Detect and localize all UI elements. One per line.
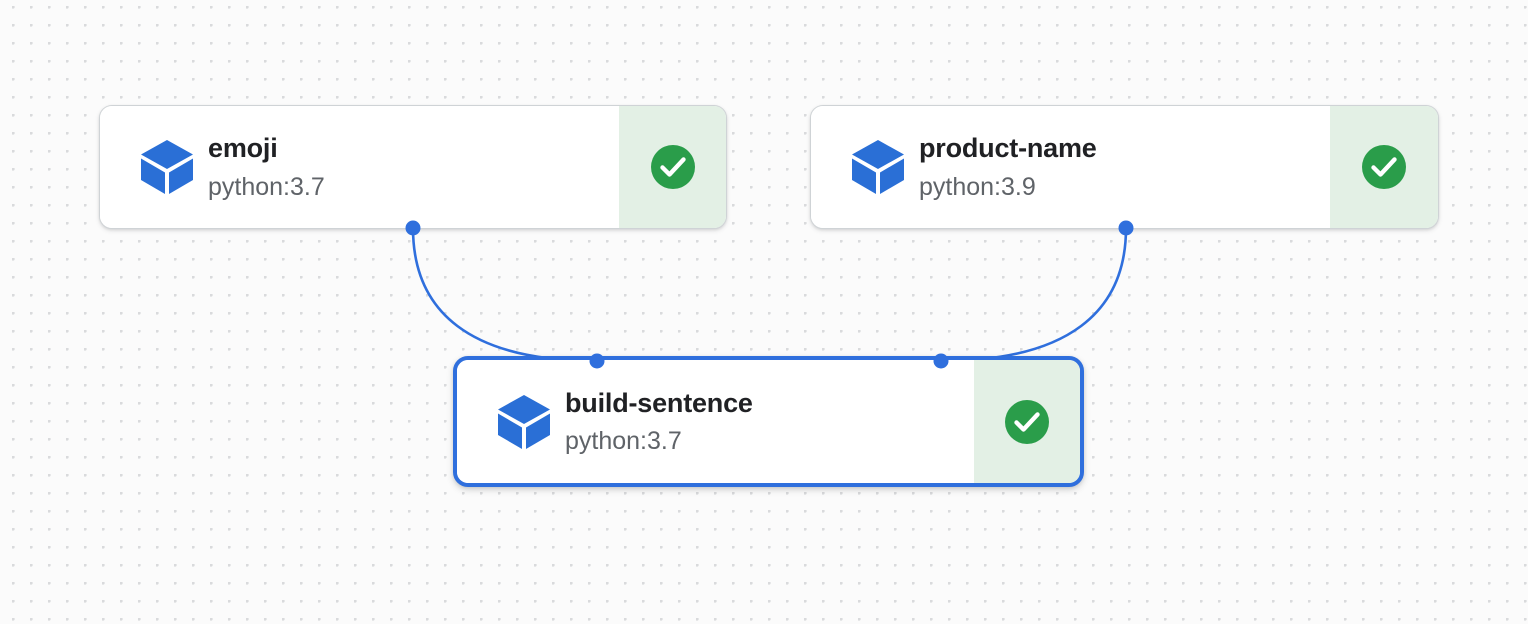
edge-emoji-to-build-sentence — [411, 226, 599, 363]
edge-product-name-to-build-sentence — [939, 226, 1128, 363]
cube-icon — [811, 138, 919, 196]
node-build-sentence-text: build-sentence python:3.7 — [565, 388, 753, 455]
node-product-name[interactable]: product-name python:3.9 — [810, 105, 1439, 229]
status-panel[interactable] — [619, 106, 726, 228]
node-title: emoji — [208, 133, 278, 164]
node-emoji[interactable]: emoji python:3.7 — [99, 105, 727, 229]
node-title: product-name — [919, 133, 1097, 164]
handle-build-sentence-target-left[interactable] — [589, 353, 605, 369]
node-subtitle: python:3.9 — [919, 172, 1036, 201]
node-subtitle: python:3.7 — [565, 427, 682, 456]
node-build-sentence[interactable]: build-sentence python:3.7 — [453, 356, 1084, 487]
status-panel[interactable] — [1330, 106, 1438, 228]
handle-emoji-source[interactable] — [405, 220, 421, 236]
check-circle-icon — [1362, 145, 1406, 189]
cube-icon — [457, 393, 565, 451]
node-subtitle: python:3.7 — [208, 172, 325, 201]
node-build-sentence-body[interactable]: build-sentence python:3.7 — [457, 360, 974, 483]
node-emoji-text: emoji python:3.7 — [208, 133, 325, 200]
status-panel[interactable] — [974, 360, 1080, 483]
node-product-name-text: product-name python:3.9 — [919, 133, 1097, 200]
node-product-name-body[interactable]: product-name python:3.9 — [811, 106, 1330, 228]
handle-product-name-source[interactable] — [1118, 220, 1134, 236]
check-circle-icon — [650, 145, 695, 189]
node-emoji-body[interactable]: emoji python:3.7 — [100, 106, 619, 228]
handle-build-sentence-target-right[interactable] — [933, 353, 949, 369]
node-title: build-sentence — [565, 387, 753, 418]
cube-icon — [100, 138, 208, 196]
check-circle-icon — [1005, 399, 1049, 444]
